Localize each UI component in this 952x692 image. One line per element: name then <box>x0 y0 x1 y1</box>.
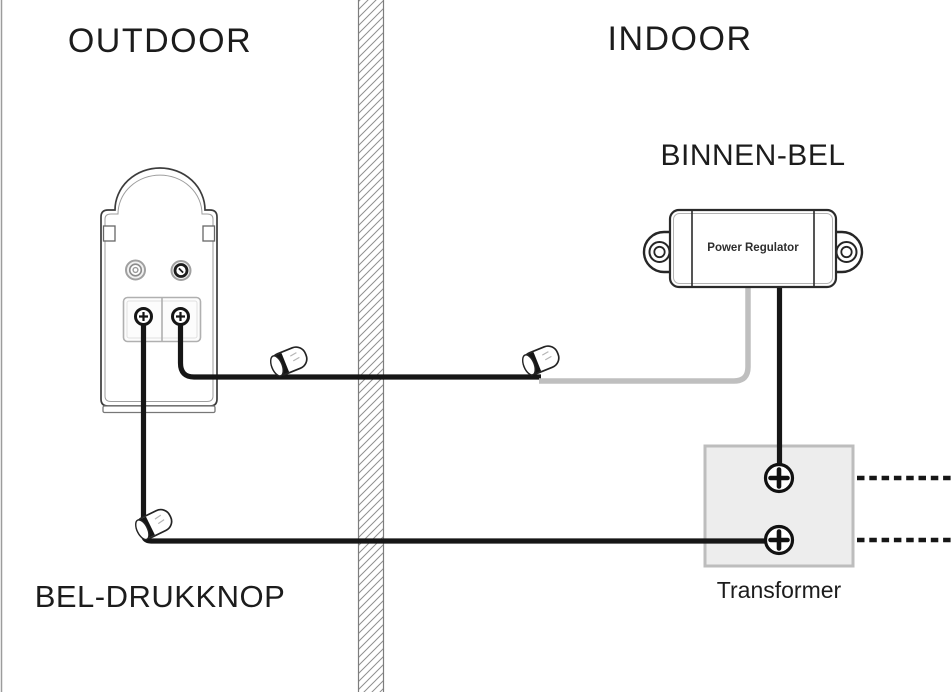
doorbell-right-screw <box>170 260 192 281</box>
wires <box>140 285 783 544</box>
mains-dashed-wires <box>857 475 952 543</box>
wire-connector-outdoor <box>267 343 311 379</box>
wire-button-to-transformer <box>140 318 778 544</box>
regulator-right-ear <box>828 230 864 274</box>
doorbell-terminal-screws <box>134 307 190 326</box>
wall-hatching <box>358 0 384 692</box>
doorbell-left-screw <box>125 259 146 281</box>
regulator-body-inner-line <box>673 213 833 284</box>
doorbell-left-clip <box>102 225 116 242</box>
doorbell-housing-outline <box>100 167 218 407</box>
wire-connector-bottom <box>131 505 176 543</box>
power-regulator-device <box>642 208 864 289</box>
doorbell-button-label: BEL-DRUKKNOP <box>34 579 286 614</box>
regulator-body <box>668 208 838 289</box>
outdoor-section-label: OUTDOOR <box>67 22 253 60</box>
wire-connector-indoor <box>519 342 563 378</box>
doorbell-housing-inner-line <box>104 174 214 402</box>
doorbell-base-plate <box>102 405 216 414</box>
wire-gray-to-regulator <box>539 286 751 384</box>
indoor-section-label: INDOOR <box>607 20 753 58</box>
wall <box>357 0 385 692</box>
indoor-bell-label: BINNEN-BEL <box>660 139 846 172</box>
power-regulator-label: Power Regulator <box>707 242 799 254</box>
transformer-terminals <box>763 462 795 556</box>
wire-button-to-connector <box>177 318 541 380</box>
regulator-left-ear <box>642 230 678 274</box>
transformer-label: Transformer <box>716 577 842 603</box>
doorbell-right-clip <box>202 225 216 242</box>
